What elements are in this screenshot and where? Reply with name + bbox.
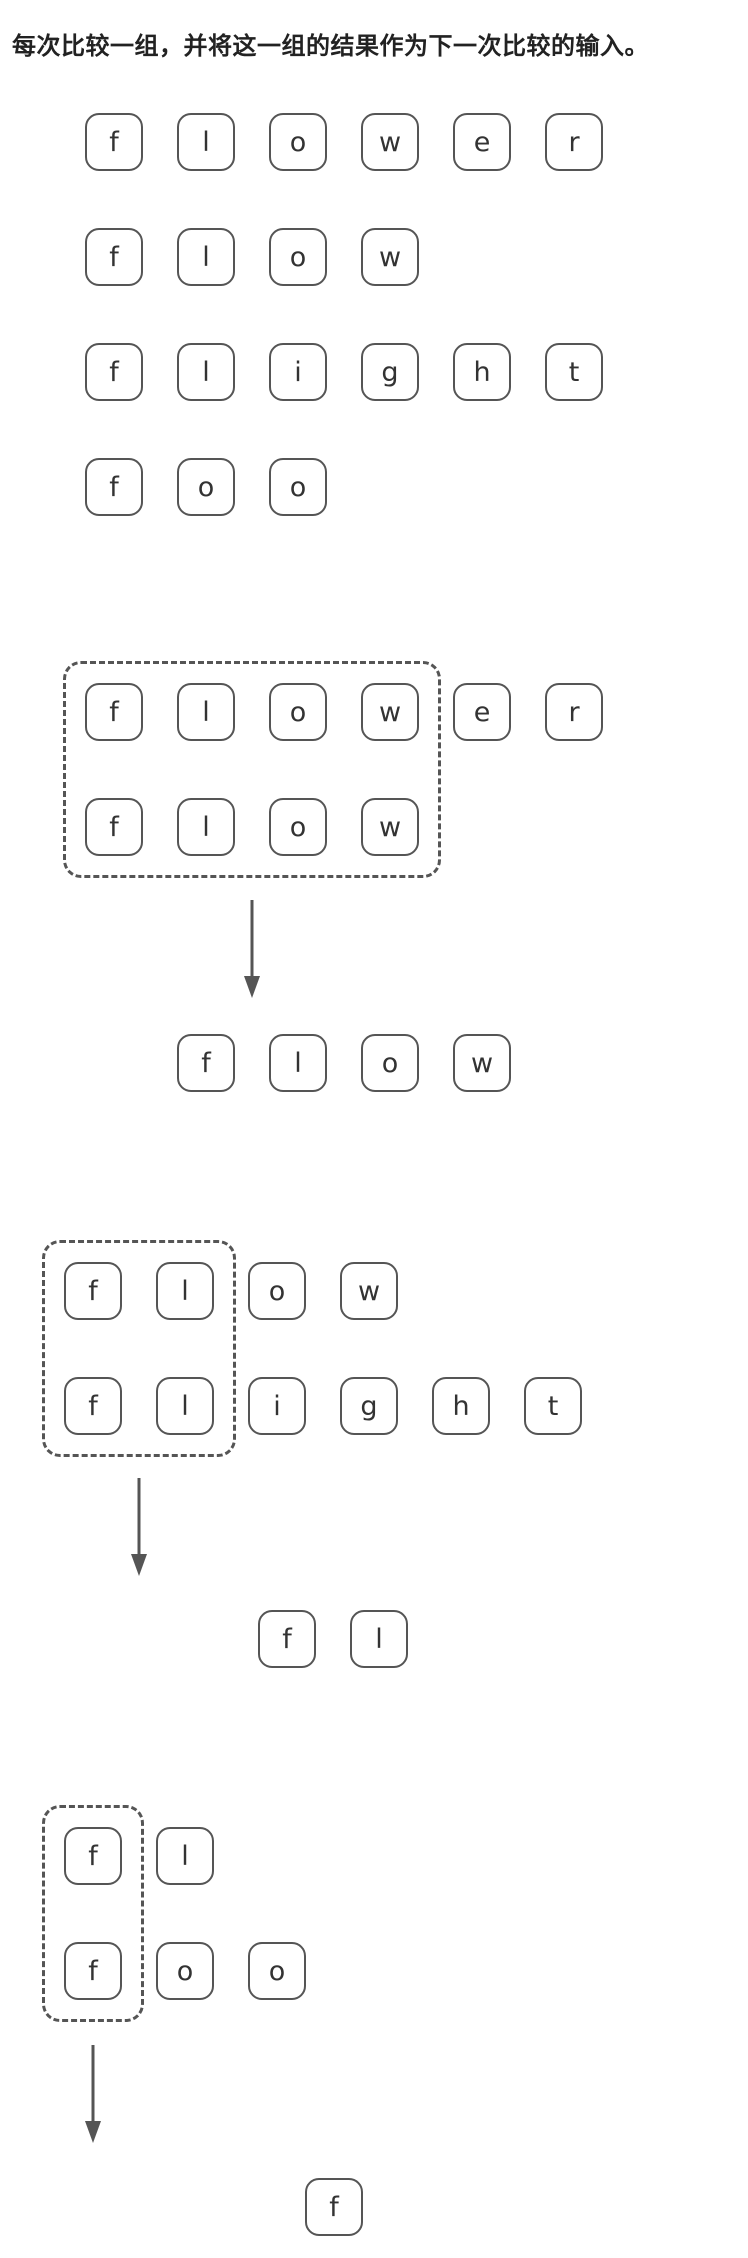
letter-cell: l [177, 228, 235, 286]
letter-cell: f [177, 1034, 235, 1092]
letter-cell: l [156, 1262, 214, 1320]
letter-cell: r [545, 113, 603, 171]
letter-cell: l [156, 1377, 214, 1435]
letter-cell: f [85, 228, 143, 286]
arrow-head [131, 1554, 147, 1576]
letter-cell: f [305, 2178, 363, 2236]
arrow-head [244, 976, 260, 998]
letter-cell: e [453, 113, 511, 171]
letter-cell: t [545, 343, 603, 401]
letter-cell: o [248, 1262, 306, 1320]
arrow-head [85, 2121, 101, 2143]
letter-cell: w [361, 113, 419, 171]
letter-cell: o [361, 1034, 419, 1092]
letter-cell: o [248, 1942, 306, 2000]
letter-cell: o [269, 228, 327, 286]
letter-cell: f [85, 113, 143, 171]
letter-cell: t [524, 1377, 582, 1435]
letter-cell: f [64, 1377, 122, 1435]
step-1-common-prefix-box [63, 661, 441, 878]
letter-cell: o [269, 458, 327, 516]
step-1-down-arrow-icon [244, 900, 260, 998]
letter-cell: o [269, 798, 327, 856]
step-2-common-prefix-box [42, 1240, 236, 1457]
letter-cell: o [156, 1942, 214, 2000]
letter-cell: i [269, 343, 327, 401]
letter-cell: e [453, 683, 511, 741]
letter-cell: o [177, 458, 235, 516]
letter-cell: w [361, 683, 419, 741]
letter-cell: l [177, 343, 235, 401]
letter-cell: o [269, 113, 327, 171]
letter-cell: i [248, 1377, 306, 1435]
letter-cell: w [453, 1034, 511, 1092]
letter-cell: f [64, 1942, 122, 2000]
letter-cell: h [453, 343, 511, 401]
letter-cell: f [85, 683, 143, 741]
page-title: 每次比较一组，并将这一组的结果作为下一次比较的输入。 [12, 32, 649, 60]
letter-cell: f [85, 458, 143, 516]
letter-cell: f [64, 1827, 122, 1885]
letter-cell: l [350, 1610, 408, 1668]
letter-cell: w [361, 228, 419, 286]
letter-cell: w [340, 1262, 398, 1320]
letter-cell: o [269, 683, 327, 741]
letter-cell: f [85, 798, 143, 856]
letter-cell: l [177, 683, 235, 741]
letter-cell: l [156, 1827, 214, 1885]
letter-cell: g [340, 1377, 398, 1435]
letter-cell: l [177, 113, 235, 171]
step-2-down-arrow-icon [131, 1478, 147, 1576]
letter-cell: l [269, 1034, 327, 1092]
letter-cell: l [177, 798, 235, 856]
letter-cell: f [64, 1262, 122, 1320]
letter-cell: h [432, 1377, 490, 1435]
letter-cell: r [545, 683, 603, 741]
letter-cell: g [361, 343, 419, 401]
step-3-down-arrow-icon [85, 2045, 101, 2143]
step-3-common-prefix-box [42, 1805, 144, 2022]
letter-cell: f [258, 1610, 316, 1668]
letter-cell: w [361, 798, 419, 856]
letter-cell: f [85, 343, 143, 401]
